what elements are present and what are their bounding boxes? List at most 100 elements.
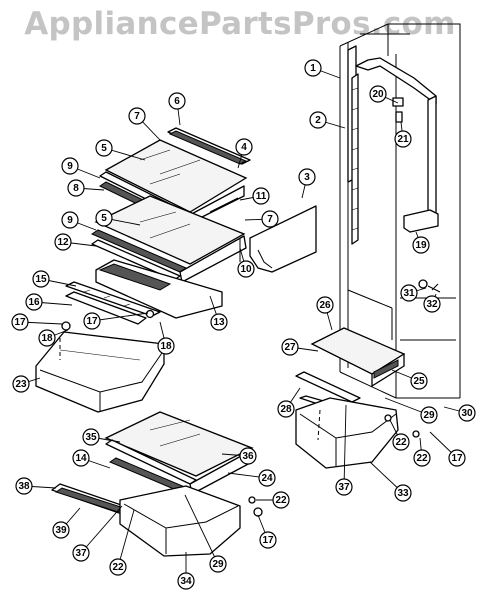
callout-label: 22 <box>275 495 287 506</box>
callout-c17d: 17 <box>259 531 277 549</box>
callout-circle <box>335 478 353 496</box>
callout-label: 20 <box>372 89 384 100</box>
callout-circle <box>412 236 430 254</box>
callout-circle <box>392 433 410 451</box>
callout-c31: 31 <box>400 284 418 302</box>
callout-label: 38 <box>18 481 30 492</box>
callout-label: 10 <box>240 264 252 275</box>
callout-label: 18 <box>160 341 172 352</box>
callout-circle <box>369 85 387 103</box>
callout-circle <box>309 111 327 129</box>
callout-label: 3 <box>304 172 310 183</box>
callout-c4: 4 <box>235 138 253 156</box>
callout-label: 23 <box>15 379 27 390</box>
callout-circle <box>237 260 255 278</box>
callout-c12: 12 <box>54 233 72 251</box>
callout-c5b: 5 <box>95 209 113 227</box>
callout-circle <box>72 544 90 562</box>
callout-c17b: 17 <box>83 312 101 330</box>
callout-circle <box>52 521 70 539</box>
callout-c29a: 29 <box>420 406 438 424</box>
callout-label: 29 <box>212 559 224 570</box>
callout-label: 32 <box>426 299 438 310</box>
callout-label: 11 <box>256 191 267 202</box>
callout-label: 5 <box>101 213 107 224</box>
callout-circle <box>281 338 299 356</box>
callout-circle <box>168 92 186 110</box>
callout-label: 24 <box>261 473 273 484</box>
callout-circle <box>413 449 431 467</box>
callout-c2: 2 <box>309 111 327 129</box>
callout-c39: 39 <box>52 521 70 539</box>
callout-label: 6 <box>174 96 180 107</box>
callout-circle <box>12 375 30 393</box>
callout-circle <box>83 312 101 330</box>
callout-circle <box>304 59 322 77</box>
callout-circle <box>61 157 79 175</box>
callout-circle <box>11 313 29 331</box>
callout-circle <box>259 531 277 549</box>
callout-label: 17 <box>451 453 463 464</box>
callout-c38: 38 <box>15 477 33 495</box>
callout-c17c: 17 <box>448 449 466 467</box>
callout-label: 28 <box>280 404 292 415</box>
drawer-34 <box>119 485 263 557</box>
callout-c30: 30 <box>458 404 476 422</box>
callout-label: 15 <box>35 274 47 285</box>
callout-c3: 3 <box>298 168 316 186</box>
callout-circle <box>82 428 100 446</box>
callout-c33: 33 <box>394 484 412 502</box>
callout-c28: 28 <box>277 400 295 418</box>
callout-label: 36 <box>242 451 254 462</box>
callout-label: 39 <box>55 525 67 536</box>
callout-c13: 13 <box>210 313 228 331</box>
part-3-panel <box>249 205 317 273</box>
callout-circle <box>420 406 438 424</box>
watermark: AppliancePartsPros.com <box>24 6 456 42</box>
callout-circle <box>394 130 412 148</box>
callout-circle <box>54 233 72 251</box>
callout-circle <box>61 211 79 229</box>
callout-label: 22 <box>416 453 428 464</box>
callout-label: 30 <box>461 408 473 419</box>
callout-circle <box>272 491 290 509</box>
callout-circle <box>458 404 476 422</box>
callout-label: 31 <box>403 288 415 299</box>
callout-c23: 23 <box>12 375 30 393</box>
callout-label: 4 <box>241 142 247 153</box>
drawer-33 <box>295 397 420 469</box>
callout-circle <box>157 337 175 355</box>
callout-label: 17 <box>86 316 98 327</box>
leader-line-c37a <box>343 404 347 488</box>
callout-c10: 10 <box>237 260 255 278</box>
callout-c5a: 5 <box>95 139 113 157</box>
callout-circle <box>128 107 146 125</box>
callout-circle <box>298 168 316 186</box>
callout-label: 8 <box>73 183 79 194</box>
callout-c35: 35 <box>82 428 100 446</box>
callout-c24: 24 <box>258 469 276 487</box>
callout-c20: 20 <box>369 85 387 103</box>
callout-c37a: 37 <box>335 478 353 496</box>
callout-circle <box>210 313 228 331</box>
callout-circle <box>109 558 127 576</box>
callout-circle <box>15 477 33 495</box>
callout-circle <box>235 138 253 156</box>
callout-label: 22 <box>395 437 407 448</box>
callout-label: 37 <box>75 548 87 559</box>
callout-circle <box>252 187 270 205</box>
callout-label: 5 <box>101 143 107 154</box>
callout-c7a: 7 <box>128 107 146 125</box>
callout-label: 12 <box>57 237 69 248</box>
drawer-23 <box>35 331 165 413</box>
callout-circle <box>95 209 113 227</box>
callout-c26: 26 <box>316 296 334 314</box>
callout-circle <box>261 210 279 228</box>
callout-c9a: 9 <box>61 157 79 175</box>
callout-c27: 27 <box>281 338 299 356</box>
callout-c34: 34 <box>177 572 195 590</box>
callout-label: 22 <box>112 562 124 573</box>
callout-circle <box>258 469 276 487</box>
